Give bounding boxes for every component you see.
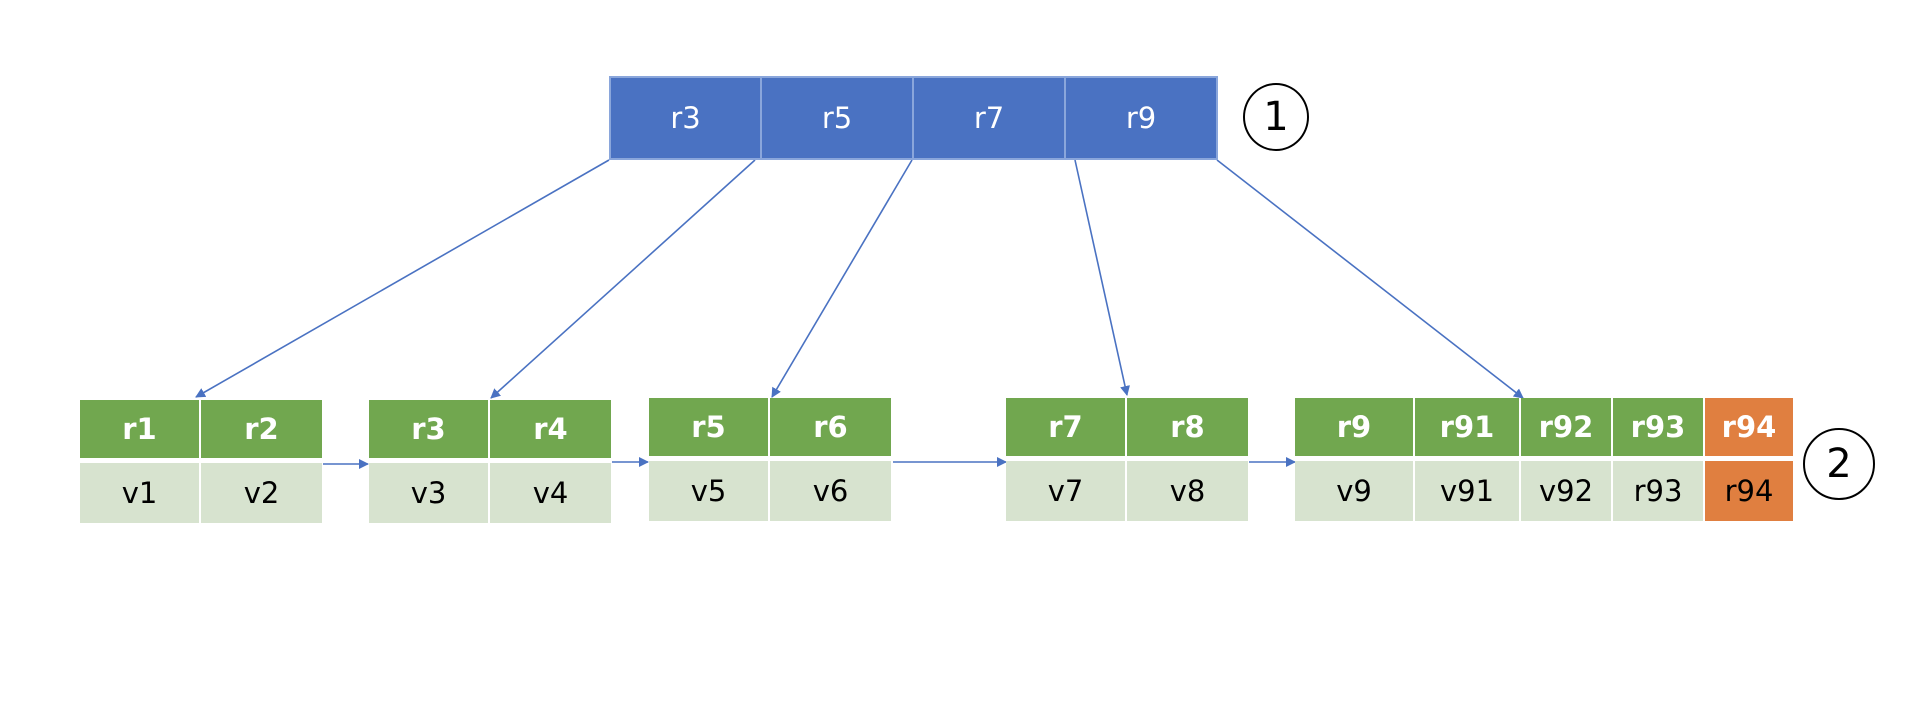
leaf-2-value-1: v3: [369, 463, 488, 523]
leaf-5-value-3: v92: [1521, 461, 1611, 521]
leaf-4-value-1: v7: [1006, 461, 1125, 521]
arrow-root-to-leaf-4: [1074, 159, 1130, 396]
leaf-3-key-1: r5: [649, 398, 768, 456]
leaf-2-key-1: r3: [369, 400, 488, 458]
arrow-root-to-leaf-5: [1216, 159, 1524, 399]
leaf-5-value-2: v91: [1415, 461, 1519, 521]
leaf-4-key-1: r7: [1006, 398, 1125, 456]
leaf-4-key-2: r8: [1127, 398, 1248, 456]
leaf-2-value-2: v4: [490, 463, 611, 523]
leaf-3-key-2: r6: [770, 398, 891, 456]
leaf-5-value-5-highlighted: r94: [1705, 461, 1793, 521]
arrow-root-to-leaf-2: [490, 159, 756, 399]
leaf-2-key-2: r4: [490, 400, 611, 458]
leaf-5-value-1: v9: [1295, 461, 1413, 521]
leaf-5-value-4: r93: [1613, 461, 1703, 521]
root-key-3: r7: [912, 76, 1066, 160]
arrow-root-to-leaf-1: [195, 159, 610, 398]
leaf-3-value-2: v6: [770, 461, 891, 521]
leaf-5-key-3: r92: [1521, 398, 1611, 456]
leaf-5-key-4: r93: [1613, 398, 1703, 456]
leaf-1-value-1: v1: [80, 463, 199, 523]
root-key-1: r3: [609, 76, 762, 160]
leaf-3-value-1: v5: [649, 461, 768, 521]
leaf-1-key-2: r2: [201, 400, 322, 458]
leaf-4-value-2: v8: [1127, 461, 1248, 521]
leaf-1-value-2: v2: [201, 463, 322, 523]
root-level-badge: 1: [1243, 83, 1309, 151]
arrow-root-to-leaf-3: [771, 159, 913, 398]
root-key-2: r5: [760, 76, 914, 160]
leaf-5-key-5-highlighted: r94: [1705, 398, 1793, 456]
leaf-5-key-1: r9: [1295, 398, 1413, 456]
leaf-1-key-1: r1: [80, 400, 199, 458]
root-key-4: r9: [1064, 76, 1218, 160]
leaf-level-badge: 2: [1803, 428, 1875, 500]
leaf-5-key-2: r91: [1415, 398, 1519, 456]
